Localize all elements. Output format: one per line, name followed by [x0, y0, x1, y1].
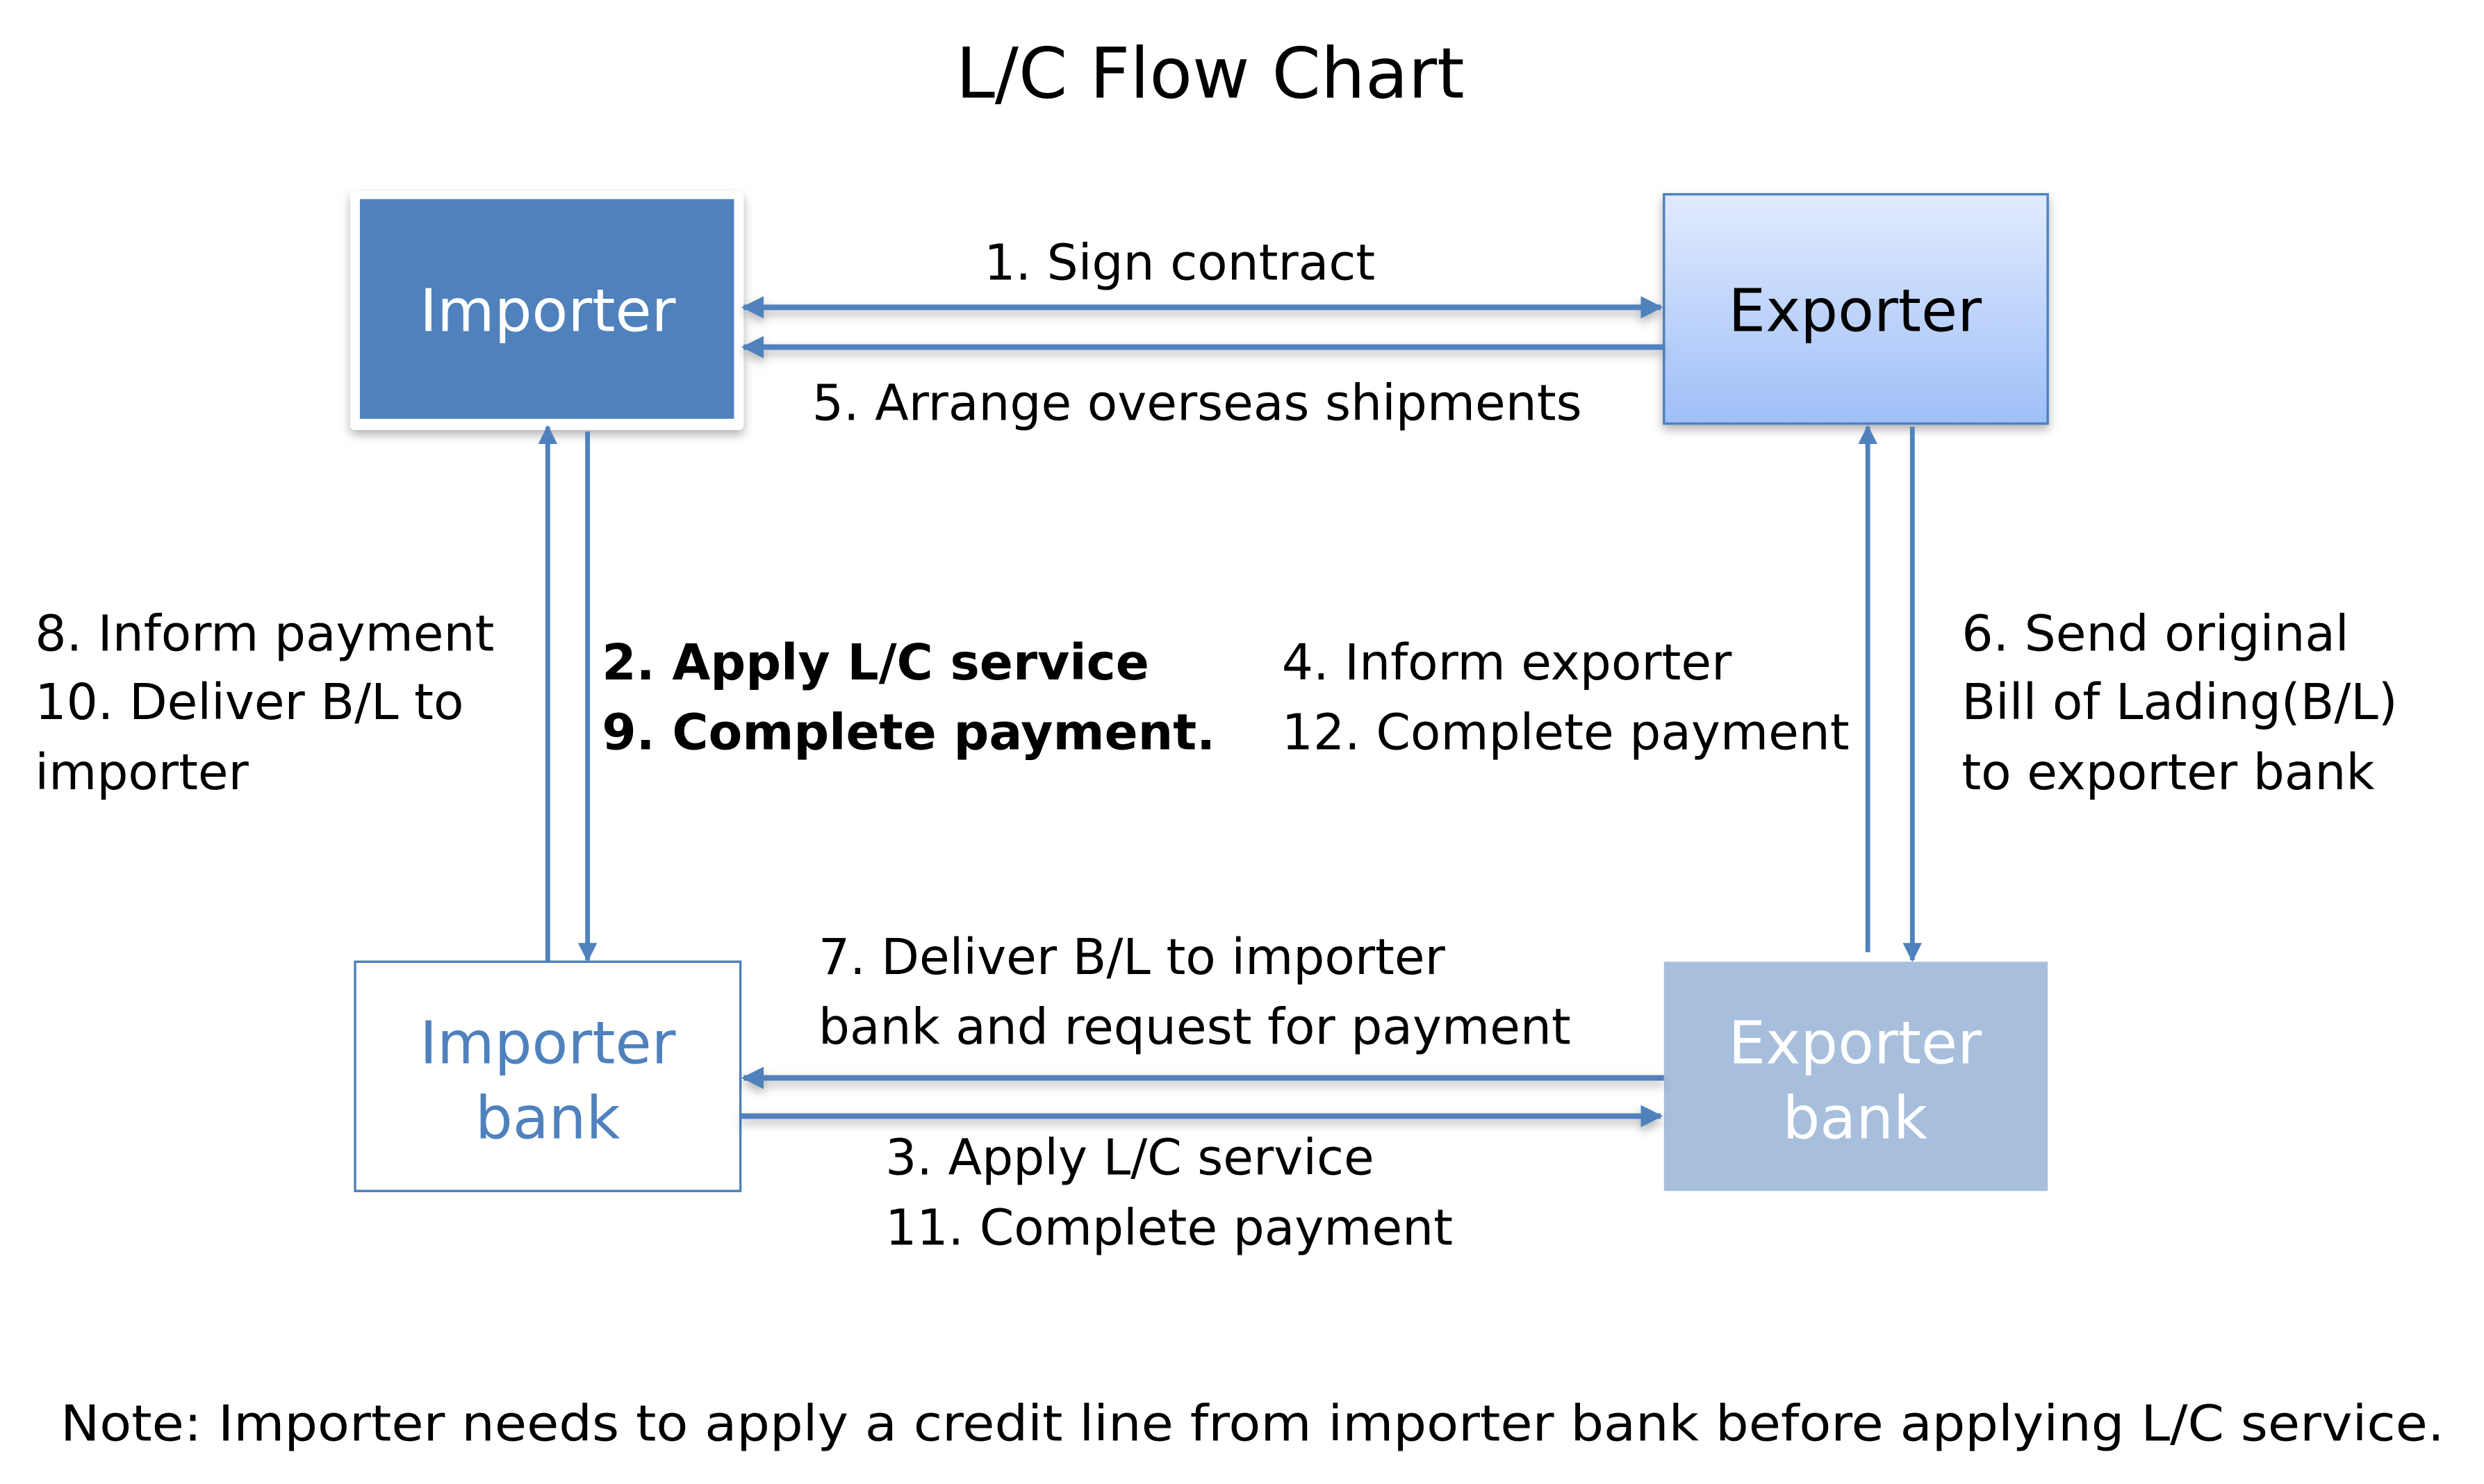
label-bold-2: 9. Complete payment.: [602, 704, 1215, 761]
label-step3-2: 11. Complete payment: [885, 1198, 1453, 1256]
label-step7-1: 7. Deliver B/L to importer: [819, 928, 1446, 986]
label-middle-1: 4. Inform exporter: [1282, 634, 1732, 691]
importer-bank-node: Importer bank: [354, 960, 742, 1192]
label-middle-2: 12. Complete payment: [1282, 704, 1850, 761]
label-right-2: Bill of Lading(B/L): [1961, 673, 2397, 731]
exporter-bank-node: Exporter bank: [1663, 962, 2048, 1192]
label-left-1: 8. Inform payment: [35, 605, 494, 663]
label-bold-1: 2. Apply L/C service: [602, 634, 1149, 691]
page-title: L/C Flow Chart: [956, 33, 1465, 115]
label-right-1: 6. Send original: [1961, 605, 2349, 663]
exporter-label: Exporter: [1729, 276, 1982, 345]
label-left-2: 10. Deliver B/L to: [35, 673, 463, 731]
label-step3-1: 3. Apply L/C service: [885, 1129, 1374, 1187]
importer-label: Importer: [420, 276, 676, 345]
exporter-bank-label-line1: Exporter: [1729, 1009, 1982, 1078]
importer-node: Importer: [350, 191, 744, 430]
label-step5: 5. Arrange overseas shipments: [812, 374, 1582, 431]
label-step1: 1. Sign contract: [984, 234, 1375, 292]
label-step7-2: bank and request for payment: [819, 998, 1571, 1056]
exporter-bank-label-line2: bank: [1782, 1083, 1927, 1152]
importer-bank-label-line2: bank: [475, 1083, 620, 1152]
label-left-3: importer: [35, 743, 249, 801]
footnote: Note: Importer needs to apply a credit l…: [60, 1394, 2444, 1452]
label-right-3: to exporter bank: [1961, 743, 2374, 801]
importer-bank-label-line1: Importer: [420, 1009, 676, 1078]
exporter-node: Exporter: [1663, 192, 2049, 425]
